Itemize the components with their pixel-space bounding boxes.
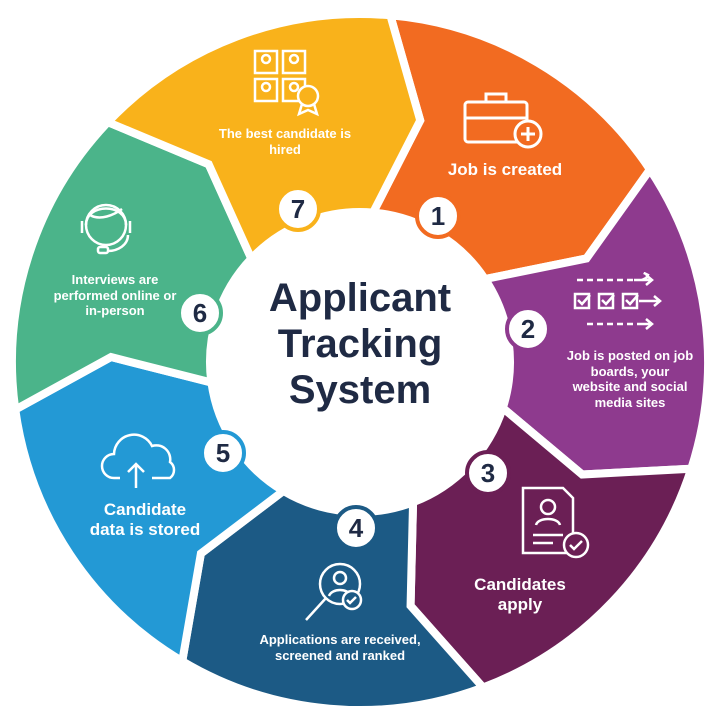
step-3-label: Candidates apply bbox=[474, 575, 566, 615]
step-2-badge: 2 bbox=[505, 306, 551, 352]
step-7-label: The best candidate is hired bbox=[218, 126, 352, 157]
job-posting-checklist-icon bbox=[573, 272, 662, 330]
step-5-badge: 5 bbox=[200, 430, 246, 476]
step-6-label: Interviews are performed online or in-pe… bbox=[53, 272, 177, 319]
resume-check-icon bbox=[521, 486, 590, 559]
candidates-award-icon bbox=[253, 49, 320, 117]
diagram-title: Applicant Tracking System bbox=[210, 275, 510, 413]
title-line: Tracking bbox=[277, 322, 443, 366]
briefcase-plus-icon bbox=[463, 92, 543, 149]
title-line: System bbox=[288, 368, 432, 412]
step-1-badge: 1 bbox=[415, 193, 461, 239]
headset-agent-icon bbox=[80, 203, 132, 255]
cloud-upload-icon bbox=[100, 433, 176, 488]
center-circle bbox=[210, 212, 510, 512]
step-2-label: Job is posted on job boards, your websit… bbox=[566, 348, 694, 410]
step-1-label: Job is created bbox=[447, 160, 563, 179]
step-3-badge: 3 bbox=[465, 450, 511, 496]
step-4-label: Applications are received, screened and … bbox=[259, 632, 421, 663]
step-7-badge: 7 bbox=[275, 186, 321, 232]
step-5-label: Candidate data is stored bbox=[89, 500, 201, 540]
step-6-badge: 6 bbox=[177, 290, 223, 336]
magnifier-user-icon bbox=[305, 562, 363, 621]
title-line: Applicant bbox=[268, 276, 452, 320]
step-4-badge: 4 bbox=[333, 505, 379, 551]
